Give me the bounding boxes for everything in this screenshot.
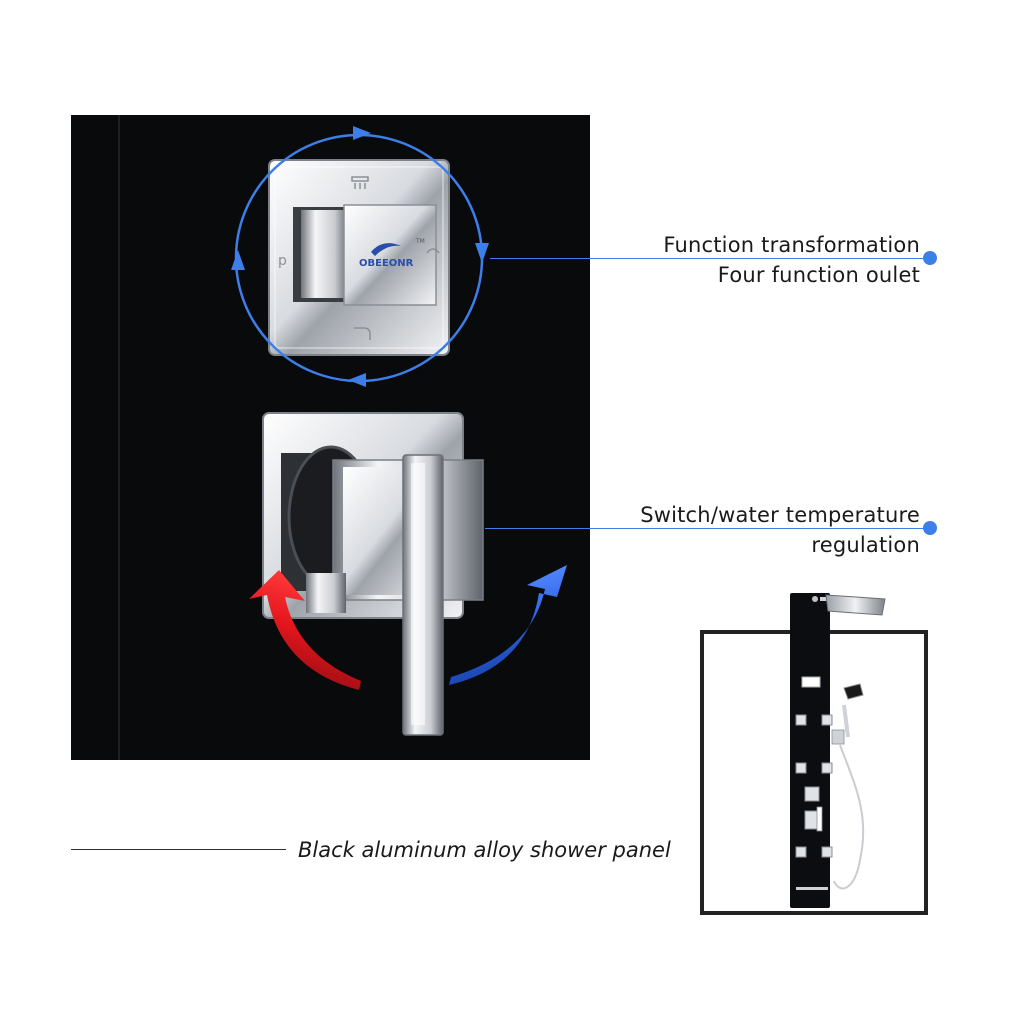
- svg-text:TM: TM: [415, 238, 425, 245]
- hand-shower: [843, 683, 864, 700]
- function-label-line2: Four function oulet: [717, 263, 920, 287]
- full-panel-image: [790, 593, 886, 908]
- brand-logo: OBEEONR: [359, 258, 414, 269]
- function-callout-dot: [923, 251, 937, 265]
- spout-icon: [354, 327, 371, 340]
- mixing-valve: [262, 412, 484, 736]
- body-jet-icon: [426, 248, 440, 254]
- temperature-display: [801, 676, 821, 688]
- switch-callout-dot: [923, 521, 937, 535]
- caption-rule: [71, 849, 286, 850]
- function-label: Function transformation Four function ou…: [560, 230, 920, 290]
- body-jets: [795, 714, 833, 858]
- function-label-line1: Function transformation: [663, 233, 920, 257]
- hot-water-arrow: [249, 570, 361, 690]
- switch-label-line2: regulation: [811, 533, 920, 557]
- cold-water-arrow: [449, 565, 567, 685]
- product-photo: OBEEONR TM p: [71, 115, 590, 760]
- hand-shower-icon: p: [278, 253, 287, 269]
- rotation-indicator: [231, 126, 489, 387]
- switch-label-line1: Switch/water temperature: [640, 503, 920, 527]
- shower-hose: [833, 744, 865, 890]
- switch-callout-line: [485, 528, 928, 529]
- diverter-valve: OBEEONR TM p: [268, 159, 450, 356]
- rain-shower-icon: [351, 176, 369, 189]
- switch-label: Switch/water temperature regulation: [560, 500, 920, 560]
- caption: Black aluminum alloy shower panel: [298, 838, 671, 862]
- rain-head: [825, 594, 886, 616]
- function-callout-line: [490, 258, 928, 259]
- mini-diverter: [804, 786, 820, 802]
